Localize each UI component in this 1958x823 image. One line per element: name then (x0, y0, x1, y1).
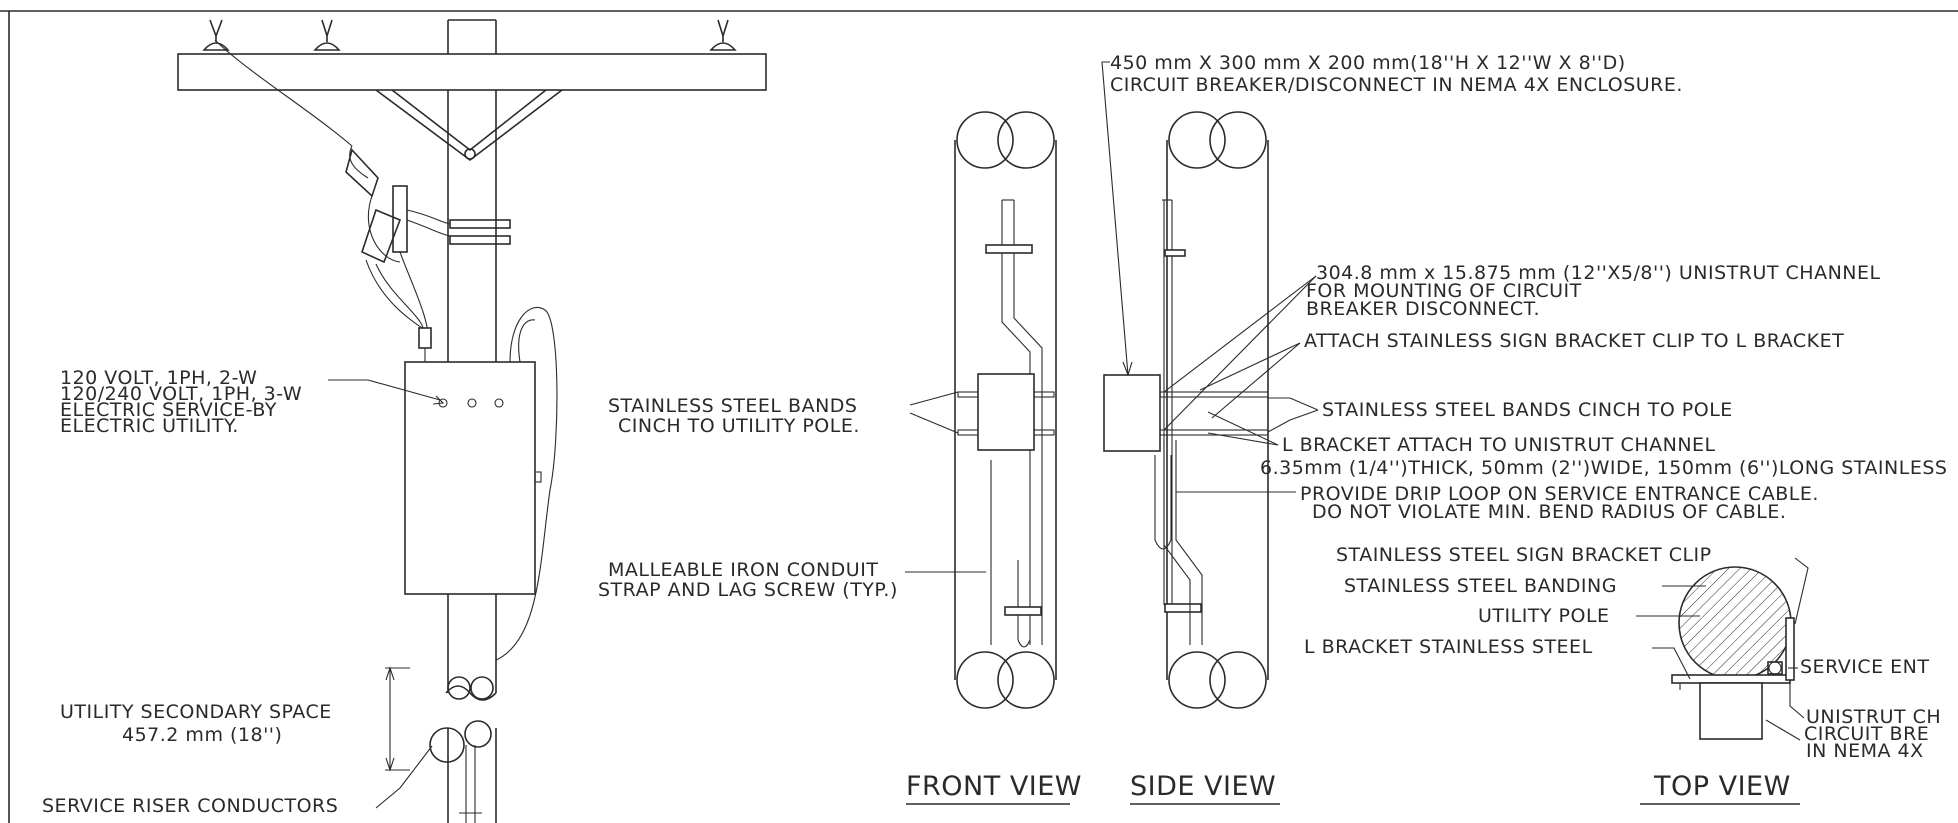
enclosure-spec-line1: 450 mm X 300 mm X 200 mm(18''H X 12''W X… (1110, 52, 1626, 74)
enclosure-spec-line2: CIRCUIT BREAKER/DISCONNECT IN NEMA 4X EN… (1110, 74, 1683, 96)
view-titles: FRONT VIEW SIDE VIEW TOP VIEW (906, 771, 1800, 805)
bands-label-line1: STAINLESS STEEL BANDS (608, 395, 858, 417)
sign-clip-label: STAINLESS STEEL SIGN BRACKET CLIP (1336, 544, 1712, 566)
l-bracket-label-line2: 6.35mm (1/4'')THICK, 50mm (2'')WIDE, 150… (1260, 457, 1947, 479)
utility-pole-label: UTILITY POLE (1478, 605, 1610, 627)
channel-spec-line1: 304.8 mm x 15.875 mm (12''X5/8'') UNISTR… (1316, 262, 1881, 284)
insulator-icon (313, 19, 341, 51)
secondary-space-dimension: 457.2 mm (18'') (122, 724, 282, 746)
sheet-border (0, 10, 1958, 823)
top-view-title: TOP VIEW (1653, 771, 1791, 802)
bands-pole-label: STAINLESS STEEL BANDS CINCH TO POLE (1322, 399, 1733, 421)
insulator-icon (709, 19, 737, 51)
enclosure-elevation (404, 306, 558, 661)
left-labels: 120 VOLT, 1PH, 2-W 120/240 VOLT, 1PH, 3-… (42, 367, 338, 817)
side-view-title: SIDE VIEW (1130, 771, 1276, 802)
banding-label: STAINLESS STEEL BANDING (1344, 575, 1617, 597)
channel-spec-line2: FOR MOUNTING OF CIRCUIT (1306, 280, 1582, 302)
service-label-line4: ELECTRIC UTILITY. (60, 415, 239, 437)
insulator-icon (202, 19, 230, 51)
middle-labels: STAINLESS STEEL BANDS CINCH TO UTILITY P… (598, 395, 898, 601)
l-bracket-ss-label: L BRACKET STAINLESS STEEL (1304, 636, 1593, 658)
service-label-line1: 120 VOLT, 1PH, 2-W (60, 367, 257, 389)
service-label-line2: 120/240 VOLT, 1PH, 3-W (60, 383, 302, 405)
crossarm (177, 53, 767, 162)
top-view-drawing (1671, 566, 1795, 740)
right-labels: 450 mm X 300 mm X 200 mm(18''H X 12''W X… (1110, 52, 1947, 523)
front-view-leaders (905, 391, 986, 573)
nema-label: IN NEMA 4X (1806, 740, 1924, 762)
insulator-icons (202, 19, 737, 51)
side-view-leaders (1101, 61, 1319, 493)
front-view-title: FRONT VIEW (906, 771, 1082, 802)
service-label-line3: ELECTRIC SERVICE-BY (60, 399, 277, 421)
left-leaders (328, 379, 445, 809)
unistrut-label: UNISTRUT CH (1806, 706, 1941, 728)
riser-label: SERVICE RISER CONDUCTORS (42, 795, 338, 817)
service-drop-cable (214, 39, 511, 362)
clip-attach-label: ATTACH STAINLESS SIGN BRACKET CLIP TO L … (1304, 330, 1844, 352)
channel-spec-line3: BREAKER DISCONNECT. (1306, 298, 1540, 320)
secondary-space-label: UTILITY SECONDARY SPACE (60, 701, 332, 723)
top-view-leaders (1636, 557, 1809, 741)
strap-label-line1: MALLEABLE IRON CONDUIT (608, 559, 878, 581)
front-view-drawing (954, 111, 1057, 709)
side-view-drawing (1103, 111, 1269, 709)
top-view-labels: STAINLESS STEEL SIGN BRACKET CLIP STAINL… (1304, 544, 1941, 762)
strap-label-line2: STRAP AND LAG SCREW (TYP.) (598, 579, 898, 601)
service-ent-label: SERVICE ENT (1800, 656, 1929, 678)
drip-loop-label-line2: DO NOT VIOLATE MIN. BEND RADIUS OF CABLE… (1312, 501, 1786, 523)
drip-loop-label-line1: PROVIDE DRIP LOOP ON SERVICE ENTRANCE CA… (1300, 483, 1819, 505)
bands-label-line2: CINCH TO UTILITY POLE. (618, 415, 860, 437)
l-bracket-label-line1: L BRACKET ATTACH TO UNISTRUT CHANNEL (1282, 434, 1716, 456)
circuit-bre-label: CIRCUIT BRE (1804, 723, 1929, 745)
